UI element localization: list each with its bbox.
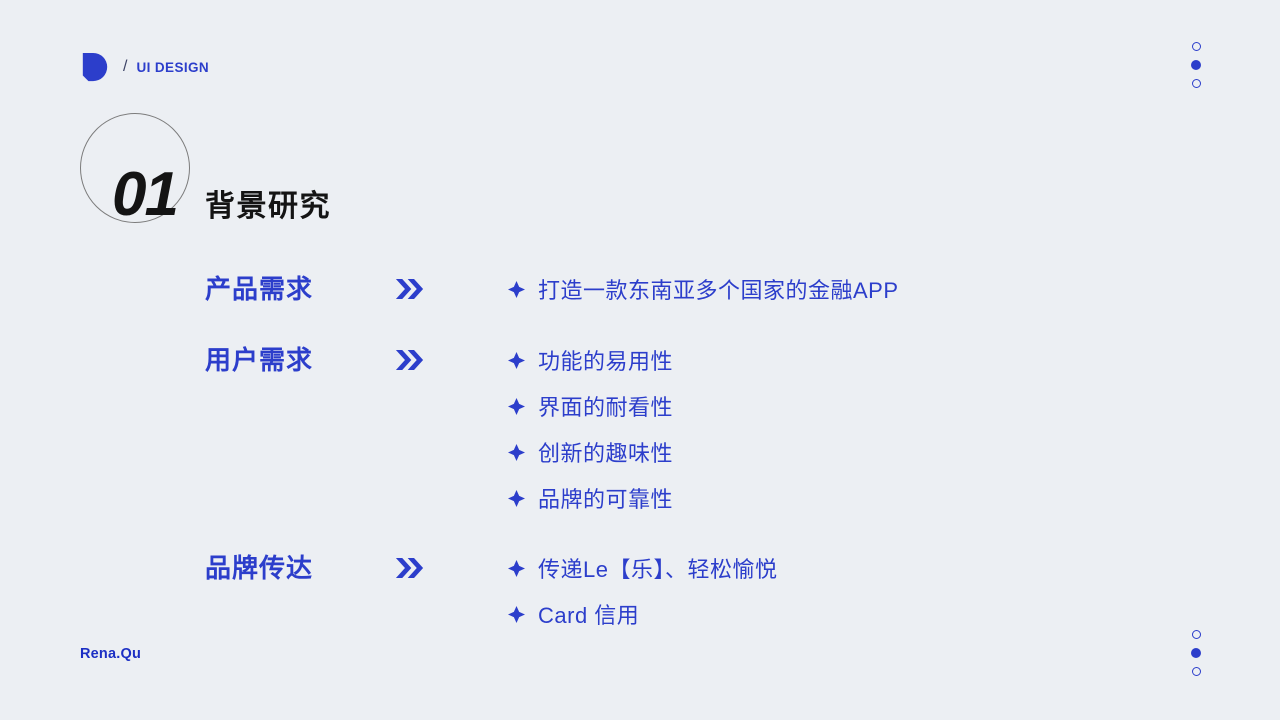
bullet-list: 功能的易用性 界面的耐看性 创新的趣味性 品牌的可靠性 <box>508 337 673 521</box>
slide-number: 01 <box>112 160 179 229</box>
filled-dot-icon <box>1191 648 1201 658</box>
list-item: 界面的耐看性 <box>508 383 673 429</box>
diamond-bullet-icon <box>508 489 525 507</box>
diamond-bullet-icon <box>508 280 525 298</box>
header: / UI DESIGN <box>80 50 209 84</box>
section-label: 品牌传达 <box>205 553 314 583</box>
brand-name: UI DESIGN <box>136 59 210 75</box>
header-slash: / <box>123 58 128 75</box>
bullet-list: 打造一款东南亚多个国家的金融APP <box>508 266 899 312</box>
bullet-text: 传递Le【乐】、轻松愉悦 <box>538 557 778 582</box>
title-circle-decor <box>80 113 190 223</box>
bullet-text: 打造一款东南亚多个国家的金融APP <box>538 278 899 303</box>
decor-dots-bottom <box>1191 630 1201 676</box>
section-product-requirements: 产品需求 打造一款东南亚多个国家的金融APP <box>205 266 899 312</box>
diamond-bullet-icon <box>508 443 525 461</box>
bullet-list: 传递Le【乐】、轻松愉悦 Card 信用 <box>508 545 777 637</box>
hollow-dot-icon <box>1191 667 1201 676</box>
double-chevron-icon <box>395 266 508 312</box>
diamond-bullet-icon <box>508 397 525 415</box>
bullet-text: 创新的趣味性 <box>538 441 674 466</box>
list-item: 功能的易用性 <box>508 337 673 383</box>
section-user-requirements: 用户需求 功能的易用性 界面的耐看性 <box>205 337 673 521</box>
diamond-bullet-icon <box>508 559 525 577</box>
double-chevron-icon <box>395 545 508 591</box>
hollow-dot-icon <box>1191 79 1201 88</box>
diamond-bullet-icon <box>508 605 525 623</box>
filled-dot-icon <box>1191 60 1201 70</box>
double-chevron-icon <box>395 337 508 383</box>
page-title: 背景研究 <box>205 190 331 223</box>
section-brand-communication: 品牌传达 传递Le【乐】、轻松愉悦 Card 信用 <box>205 545 777 637</box>
bullet-text: 品牌的可靠性 <box>538 487 674 512</box>
section-label: 产品需求 <box>205 274 314 304</box>
author-credit: Rena.Qu <box>80 646 142 662</box>
bullet-text: Card 信用 <box>538 603 640 628</box>
list-item: 传递Le【乐】、轻松愉悦 <box>508 545 777 591</box>
section-label: 用户需求 <box>205 345 314 375</box>
bullet-text: 功能的易用性 <box>538 349 674 374</box>
list-item: 打造一款东南亚多个国家的金融APP <box>508 266 899 312</box>
list-item: Card 信用 <box>508 591 777 637</box>
hollow-dot-icon <box>1191 42 1201 51</box>
diamond-bullet-icon <box>508 351 525 369</box>
brand-logo-d-icon <box>82 52 108 82</box>
list-item: 品牌的可靠性 <box>508 475 673 521</box>
decor-dots-top <box>1191 42 1201 88</box>
hollow-dot-icon <box>1191 630 1201 639</box>
bullet-text: 界面的耐看性 <box>538 395 674 420</box>
list-item: 创新的趣味性 <box>508 429 673 475</box>
